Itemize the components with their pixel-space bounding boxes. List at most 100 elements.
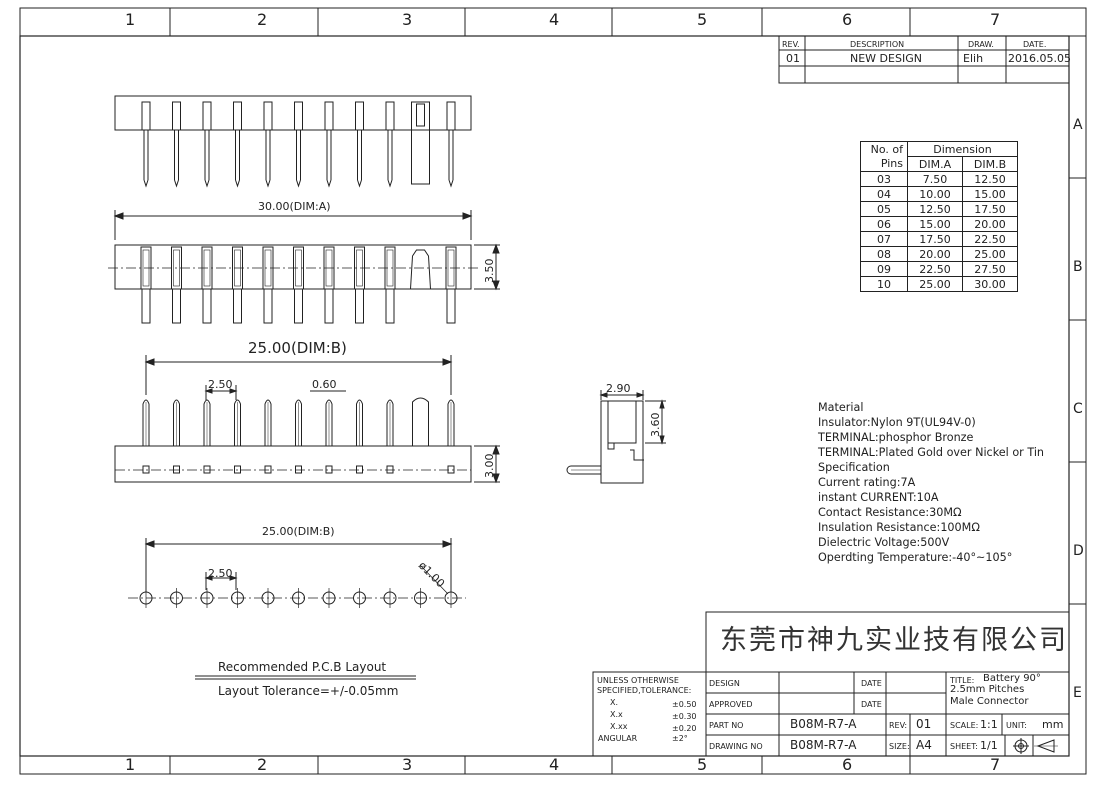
- sheet-label: SHEET:: [950, 742, 978, 751]
- svg-text:D: D: [1073, 543, 1084, 559]
- svg-text:4: 4: [549, 755, 559, 774]
- svg-text:30.00(DIM:A): 30.00(DIM:A): [258, 200, 331, 213]
- svg-text:DRAW.: DRAW.: [968, 40, 994, 49]
- svg-text:5: 5: [697, 755, 707, 774]
- spec-line: Dielectric Voltage:500V: [818, 536, 950, 549]
- pcb-tolerance: Layout Tolerance=+/-0.05mm: [218, 684, 399, 698]
- tol-angular: ANGULAR: [598, 734, 638, 743]
- svg-text:A: A: [1073, 117, 1083, 133]
- svg-text:1: 1: [125, 755, 135, 774]
- spec-line: Insulator:Nylon 9T(UL94V-0): [818, 416, 976, 429]
- title-line-1: Battery 90°: [983, 673, 1041, 684]
- dimension-cell: 27.50: [962, 261, 1018, 277]
- key-post: [411, 101, 430, 185]
- spec-line: Insulation Resistance:100MΩ: [818, 521, 980, 534]
- svg-text:DATE.: DATE.: [1023, 40, 1046, 49]
- part-no-value: B08M-R7-A: [790, 717, 857, 731]
- tol-x: X.: [610, 698, 619, 707]
- dimension-cell: 04: [860, 186, 908, 202]
- svg-text:3: 3: [402, 10, 412, 29]
- tol-xx: X.x: [610, 710, 623, 719]
- size-value: A4: [916, 738, 932, 752]
- svg-text:3: 3: [402, 755, 412, 774]
- dimension-cell: 09: [860, 261, 908, 277]
- svg-text:REV.: REV.: [782, 40, 800, 49]
- drawing-no-label: DRAWING NO: [709, 742, 763, 751]
- svg-text:7: 7: [990, 755, 1000, 774]
- svg-text:3.00: 3.00: [483, 454, 496, 479]
- design-date-label: DATE: [861, 679, 882, 688]
- design-label: DESIGN: [709, 679, 740, 688]
- revision-table: REV. DESCRIPTION DRAW. DATE. 01 NEW DESI…: [782, 40, 1071, 65]
- title-label: TITLE:: [950, 676, 975, 685]
- svg-text:6: 6: [842, 755, 852, 774]
- dim-a-header: DIM.A: [907, 156, 963, 172]
- svg-text:2.90: 2.90: [606, 382, 631, 395]
- rev-label: REV:: [889, 721, 908, 730]
- svg-text:3.50: 3.50: [483, 259, 496, 284]
- dimension-cell: 30.00: [962, 276, 1018, 292]
- svg-text:DESCRIPTION: DESCRIPTION: [850, 40, 904, 49]
- dimension-cell: 10.00: [907, 186, 963, 202]
- dimension-cell: 12.50: [962, 171, 1018, 187]
- dimension-cell: 10: [860, 276, 908, 292]
- tolerance-heading-2: SPECIFIED,TOLERANCE:: [597, 686, 692, 695]
- svg-text:ø1.00: ø1.00: [416, 559, 447, 590]
- spec-line: Contact Resistance:30MΩ: [818, 506, 962, 519]
- first-angle-projection-icon: [1013, 738, 1058, 754]
- svg-text:2.50: 2.50: [208, 378, 233, 391]
- tolerance-heading-1: UNLESS OTHERWISE: [597, 676, 679, 685]
- svg-text:E: E: [1073, 685, 1082, 701]
- column-labels-top: 1 2 3 4 5 6 7: [125, 10, 1000, 29]
- approved-date-label: DATE: [861, 700, 882, 709]
- spec-line: instant CURRENT:10A: [818, 491, 939, 504]
- dimension-cell: 03: [860, 171, 908, 187]
- svg-text:01: 01: [786, 52, 800, 65]
- dimension-cell: 06: [860, 216, 908, 232]
- dimension-cell: 22.50: [962, 231, 1018, 247]
- dim-b-header: DIM.B: [962, 156, 1018, 172]
- svg-text:2: 2: [257, 10, 267, 29]
- dimension-cell: 22.50: [907, 261, 963, 277]
- dimension-cell: 12.50: [907, 201, 963, 217]
- unit-value: mm: [1042, 718, 1064, 731]
- unit-label: UNIT:: [1006, 721, 1027, 730]
- dimension-cell: 07: [860, 231, 908, 247]
- scale-value: 1:1: [980, 718, 998, 731]
- svg-text:C: C: [1073, 401, 1083, 417]
- dimension-labels: 30.00(DIM:A) 25.00(DIM:B) 25.00(DIM:B) 2…: [208, 200, 662, 590]
- tol-xxx: X.xx: [610, 722, 628, 731]
- dimension-cell: 25.00: [907, 276, 963, 292]
- title-line-2: 2.5mm Pitches: [950, 684, 1025, 695]
- size-label: SIZE:: [889, 742, 910, 751]
- dimension-cell: 15.00: [962, 186, 1018, 202]
- svg-text:3.60: 3.60: [649, 413, 662, 438]
- company-name: 东莞市神九实业技有限公司: [720, 625, 1068, 656]
- pcb-title: Recommended P.C.B Layout: [218, 660, 387, 674]
- spec-line: Material: [818, 401, 864, 414]
- svg-text:NEW DESIGN: NEW DESIGN: [850, 52, 922, 65]
- svg-text:2016.05.05: 2016.05.05: [1008, 52, 1071, 65]
- spec-line: Current rating:7A: [818, 476, 916, 489]
- approved-label: APPROVED: [709, 700, 753, 709]
- tol-xx-val: ±0.30: [672, 712, 697, 721]
- scale-label: SCALE:: [950, 721, 979, 730]
- dimension-cell: 17.50: [962, 201, 1018, 217]
- drawing-no-value: B08M-R7-A: [790, 738, 857, 752]
- dimension-cell: 25.00: [962, 246, 1018, 262]
- spec-line: Operdting Temperature:-40°~105°: [818, 551, 1013, 564]
- dimension-header: Dimension: [907, 141, 1018, 157]
- dimension-cell: 08: [860, 246, 908, 262]
- dimension-cell: 17.50: [907, 231, 963, 247]
- svg-text:B: B: [1073, 259, 1083, 275]
- svg-text:5: 5: [697, 10, 707, 29]
